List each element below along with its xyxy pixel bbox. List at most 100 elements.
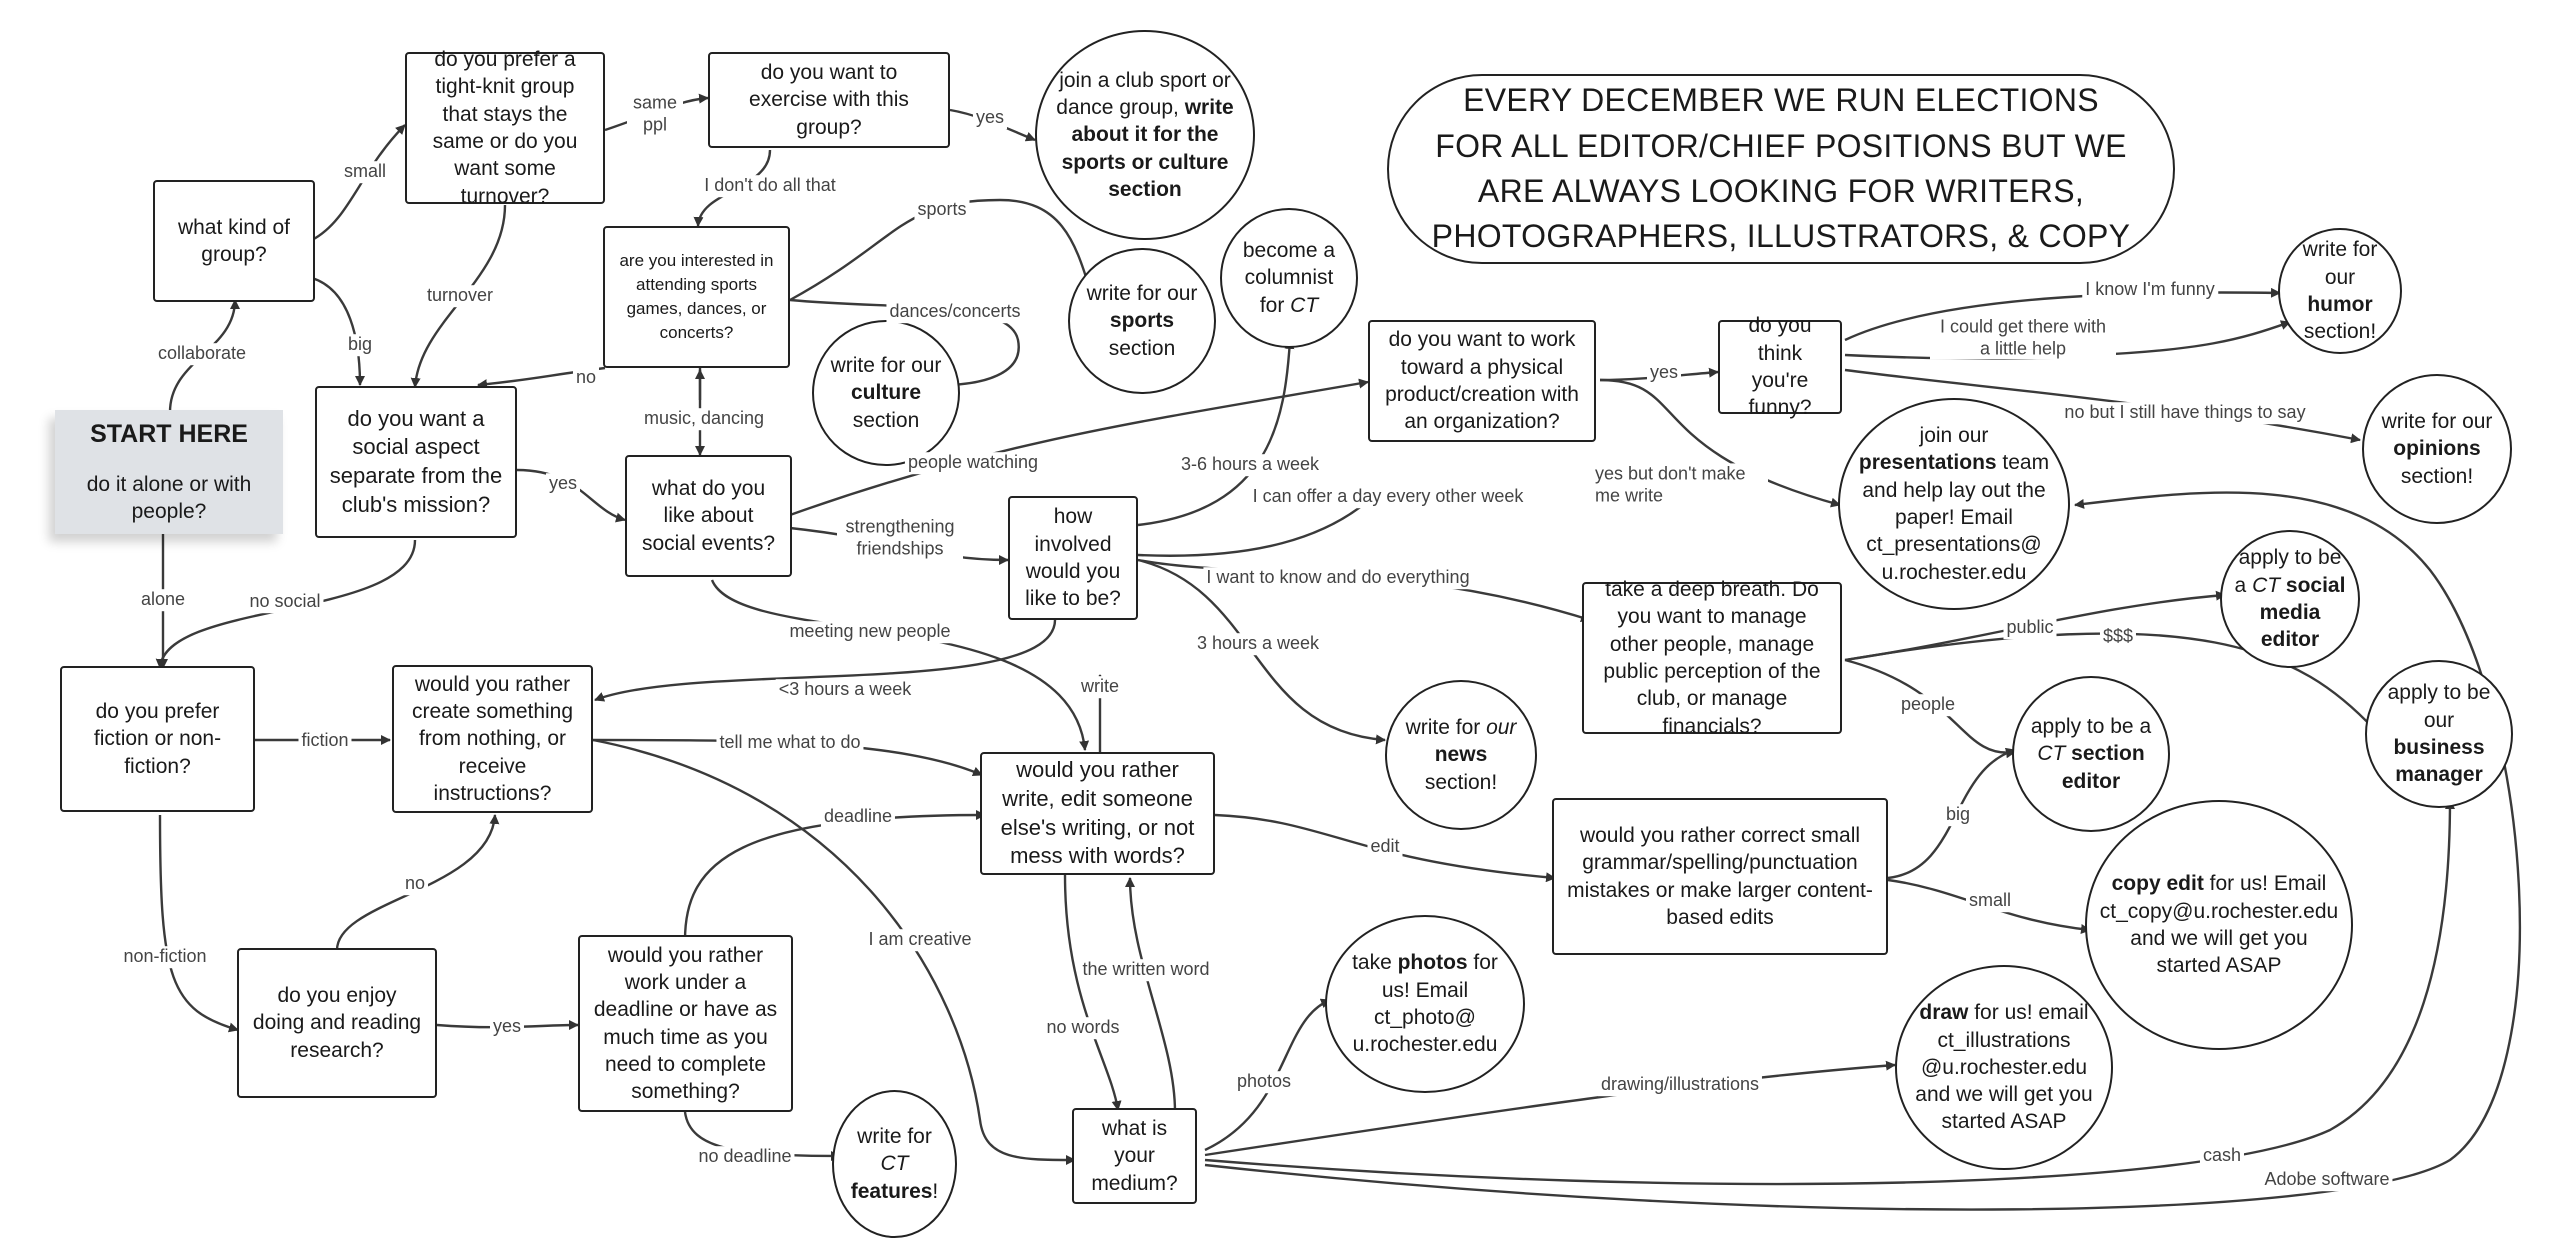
node-text: join a club sport or dance group, write …: [1056, 68, 1234, 201]
label-small-edits: small: [1965, 890, 2015, 912]
node-text: do you think you're funny?: [1748, 314, 1812, 420]
edge-deadlineq-deadline: [683, 810, 986, 941]
node-text: do you prefer a tight-knit group that st…: [432, 48, 578, 208]
label-photos: photos: [1233, 1071, 1295, 1093]
label-deadline: deadline: [820, 806, 896, 828]
edge-nonfiction: [158, 814, 239, 1033]
label-public: public: [2003, 617, 2057, 639]
node-text: what kind of group?: [177, 215, 291, 266]
node-tight-knit-group: do you prefer a tight-knit group that st…: [405, 48, 605, 208]
label-no-but-things-to-say: no but I still have things to say: [2061, 402, 2309, 424]
edge-interested-dances: [789, 298, 1020, 390]
node-write-culture: write for our culture section: [812, 320, 960, 466]
node-create-something: would you rather create something from n…: [392, 665, 593, 813]
node-text: write for our opinions section!: [2381, 410, 2493, 488]
label-3-hours: 3 hours a week: [1193, 633, 1323, 655]
start-here-title: START HERE: [90, 420, 248, 449]
label-tell-me-what-to-do: tell me what to do: [716, 732, 864, 754]
label-no-interested: no: [572, 367, 600, 389]
elections-banner: EVERY DECEMBER WE RUN ELECTIONS FOR ALL …: [1387, 74, 2175, 264]
node-text: write for our news section!: [1405, 716, 1517, 794]
node-exercise-with-group: do you want to exercise with this group?: [708, 52, 950, 148]
node-write-news: write for our news section!: [1385, 680, 1537, 830]
edge-physical-yesbut: [1599, 378, 1841, 508]
edge-involved-less3: [594, 617, 1057, 702]
node-text: write for our sports section: [1086, 282, 1198, 360]
node-what-like-social-events: what do you like about social events?: [625, 455, 792, 577]
node-text: are you interested in attending sports g…: [619, 251, 774, 342]
label-dances-concerts: dances/concerts: [886, 301, 1024, 323]
label-people: people: [1897, 694, 1959, 716]
node-text: what do you like about social events?: [641, 477, 776, 555]
edge-writeedit-edit: [1214, 813, 1556, 883]
node-text: how involved would you like to be?: [1025, 505, 1121, 611]
label-offer-a-day: I can offer a day every other week: [1249, 486, 1527, 508]
node-draw-for-us: draw for us! email ct_illustrations @u.r…: [1895, 965, 2113, 1170]
label-i-know-im-funny: I know I'm funny: [2082, 279, 2218, 301]
node-text: do you enjoy doing and reading research?: [252, 984, 422, 1062]
label-collaborate: collaborate: [154, 343, 250, 365]
node-text: take photos for us! Email ct_photo@ u.ro…: [1352, 951, 1498, 1057]
edge-deep-people: [1844, 658, 2016, 759]
banner-text: EVERY DECEMBER WE RUN ELECTIONS FOR ALL …: [1431, 82, 2131, 255]
edge-medium-photos: [1204, 998, 1331, 1152]
node-write-features: write for CT features!: [832, 1090, 957, 1238]
label-big-edits: big: [1942, 804, 1974, 826]
edge-writeedit-nowords: [1063, 874, 1122, 1111]
node-how-involved: how involved would you like to be?: [1008, 496, 1138, 620]
label-no-social: no social: [246, 591, 324, 613]
node-text: do you want a social aspect separate fro…: [329, 405, 503, 517]
node-join-presentations: join our presentations team and help lay…: [1838, 398, 2070, 610]
node-write-sports: write for our sports section: [1068, 248, 1216, 394]
label-sports: sports: [914, 199, 970, 221]
label-3-6-hours: 3-6 hours a week: [1177, 454, 1323, 476]
node-business-manager: apply to be our business manager: [2365, 660, 2513, 808]
node-join-club-sport: join a club sport or dance group, write …: [1035, 30, 1255, 240]
node-think-funny: do you think you're funny?: [1718, 314, 1842, 419]
label-small: small: [340, 161, 390, 183]
node-text: take a deep breath. Do you want to manag…: [1603, 578, 1821, 738]
node-deep-breath: take a deep breath. Do you want to manag…: [1582, 578, 1842, 738]
label-people-watching: people watching: [904, 452, 1042, 474]
node-social-media-editor: apply to be a CT social media editor: [2220, 530, 2360, 668]
node-interested-sports-games: are you interested in attending sports g…: [603, 226, 790, 368]
edge-medium-drawing: [1204, 1060, 1896, 1157]
label-no-research: no: [401, 873, 429, 895]
edge-funny-nobut: [1844, 368, 2361, 444]
node-text: would you rather write, edit someone els…: [1000, 757, 1195, 869]
node-text: apply to be our business manager: [2387, 681, 2491, 787]
node-take-photos: take photos for us! Email ct_photo@ u.ro…: [1325, 915, 1525, 1093]
node-section-editor: apply to be a CT section editor: [2012, 676, 2170, 832]
node-text: draw for us! email ct_illustrations @u.r…: [1915, 1001, 2093, 1134]
node-write-opinions: write for our opinions section!: [2362, 374, 2512, 524]
node-fiction-or-nonfiction: do you prefer fiction or non-fiction?: [60, 666, 255, 812]
node-what-kind-of-group: what kind of group?: [153, 180, 315, 302]
node-text: do you want to exercise with this group?: [749, 61, 909, 139]
label-yes-exercise: yes: [972, 107, 1008, 129]
label-edit: edit: [1367, 836, 1403, 858]
label-fiction: fiction: [298, 730, 352, 752]
label-non-fiction: non-fiction: [120, 946, 210, 968]
label-less-than-3-hours: <3 hours a week: [775, 679, 915, 701]
label-meeting-new-people: meeting new people: [786, 621, 954, 643]
node-text: would you rather correct small grammar/s…: [1567, 823, 1873, 929]
label-drawing-illustrations: drawing/illustrations: [1597, 1074, 1763, 1096]
node-text: join our presentations team and help lay…: [1858, 424, 2050, 584]
node-text: do you prefer fiction or non-fiction?: [93, 700, 222, 778]
label-yes-but-dont-make-me-write: yes but don't make me write: [1592, 463, 1768, 507]
start-here-subtitle: do it alone or with people?: [86, 472, 252, 524]
node-text: write for our culture section: [830, 354, 942, 432]
node-what-medium: what is your medium?: [1072, 1108, 1197, 1204]
edge-deep-money: [1844, 632, 2376, 731]
start-here-note: START HERE do it alone or with people?: [55, 410, 283, 534]
edge-group-big: [311, 276, 365, 386]
label-know-and-do-everything: I want to know and do everything: [1203, 567, 1473, 589]
label-write: write: [1077, 676, 1123, 698]
label-money: $$$: [2099, 626, 2137, 648]
node-text: write for our humor section!: [2302, 238, 2378, 344]
node-physical-product: do you want to work toward a physical pr…: [1368, 320, 1596, 442]
label-alone: alone: [137, 589, 189, 611]
label-no-words: no words: [1043, 1017, 1123, 1039]
label-big: big: [344, 334, 376, 356]
node-social-aspect: do you want a social aspect separate fro…: [315, 386, 517, 538]
